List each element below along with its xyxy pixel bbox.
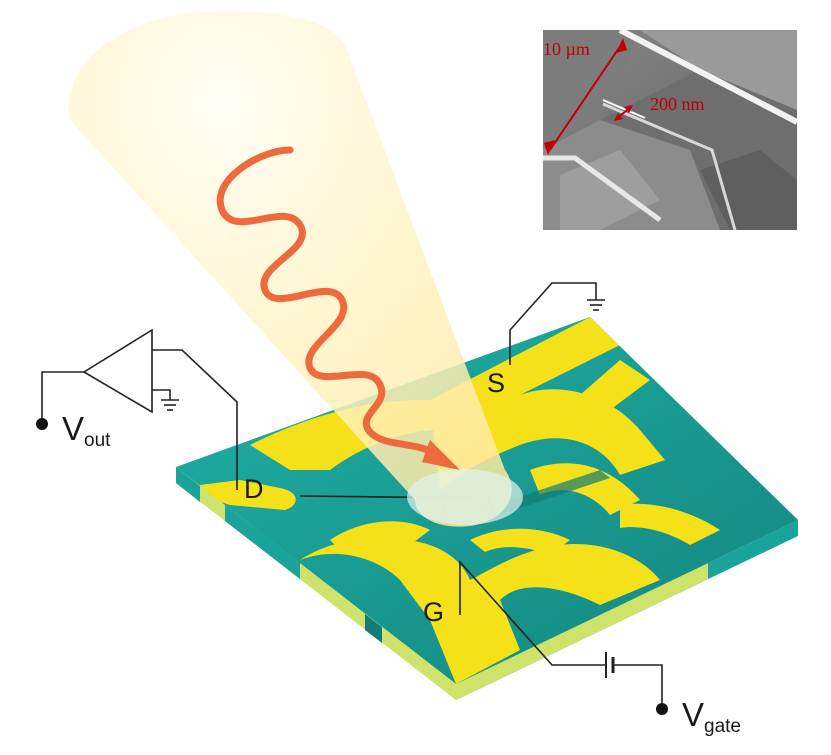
drain-electrode <box>176 480 296 510</box>
drain-wire <box>152 349 238 490</box>
drain-label: D <box>244 474 264 504</box>
circuit-wiring <box>41 282 663 707</box>
gate-electrode <box>300 538 660 684</box>
amplifier-icon <box>82 328 153 414</box>
sem-inset-image: 10 µm 200 nm <box>543 30 797 230</box>
vout-terminal-dot-icon <box>36 418 48 430</box>
vgate-label: Vgate <box>682 696 741 737</box>
light-beam <box>68 11 512 527</box>
gate-label: G <box>423 597 444 627</box>
wave-arrowhead-icon <box>422 440 460 470</box>
sem-scale-small: 200 nm <box>650 94 705 114</box>
battery-icon <box>605 652 615 678</box>
sem-scale-arrows <box>544 38 633 155</box>
source-wire <box>509 282 597 365</box>
amplifier-ground-icon <box>161 399 179 411</box>
source-label: S <box>487 368 505 398</box>
radiation-wave <box>216 146 444 460</box>
beam-spot <box>407 469 523 525</box>
vout-label: Vout <box>62 410 111 451</box>
vout-wire <box>41 371 84 422</box>
sem-scale-large: 10 µm <box>543 39 590 59</box>
ground-icon <box>587 299 605 311</box>
vgate-terminal-dot-icon <box>656 703 668 715</box>
gate-wire <box>459 559 606 666</box>
